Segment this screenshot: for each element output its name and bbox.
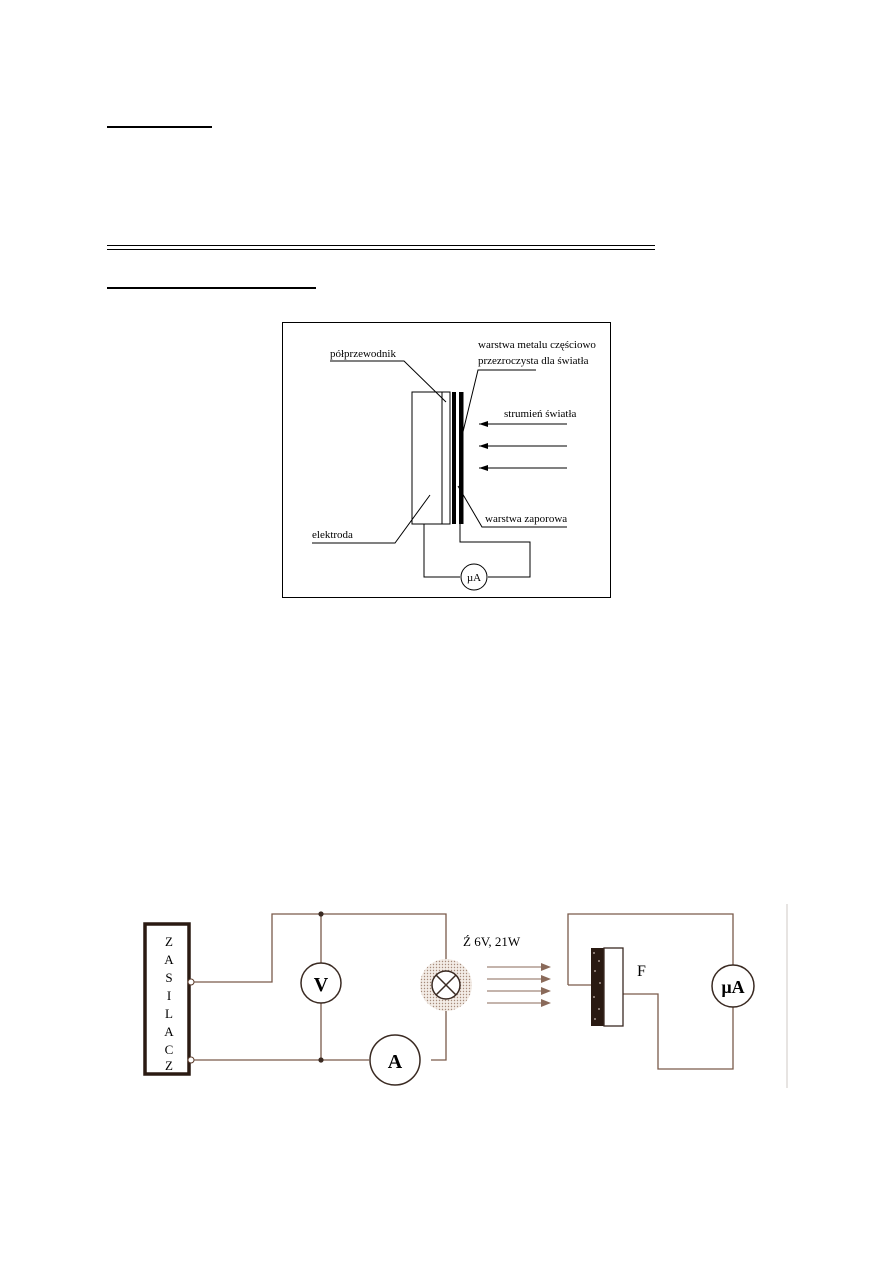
label-semiconductor: półprzewodnik — [330, 348, 396, 360]
power-supply-box — [143, 922, 191, 1076]
ammeter-symbol — [369, 1034, 421, 1086]
photocell-dark-layer — [591, 948, 604, 1026]
meter-circuit — [423, 524, 531, 578]
label-barrier-layer: warstwa zaporowa — [485, 513, 567, 525]
photocell-body — [603, 947, 624, 1027]
photocell-diagram: µA półprzewodnik warstwa metalu częściow… — [282, 322, 611, 598]
label-light-flux: strumień światła — [504, 408, 577, 420]
svg-text:S: S — [165, 970, 172, 985]
svg-text:Z: Z — [165, 1058, 173, 1073]
heading-underline-2 — [107, 287, 316, 289]
svg-text:Z: Z — [165, 934, 173, 949]
microammeter-symbol — [460, 563, 488, 591]
svg-text:A: A — [164, 952, 174, 967]
svg-text:A: A — [164, 1024, 174, 1039]
voltmeter-label: V — [314, 974, 329, 996]
lamp-label: Ź 6V, 21W — [463, 934, 521, 949]
metal-layer — [459, 392, 463, 524]
electrode-block — [411, 391, 443, 525]
double-rule-top — [107, 245, 655, 246]
circuit-wires — [189, 913, 734, 1070]
svg-text:C: C — [165, 1042, 174, 1057]
microammeter-symbol — [711, 964, 755, 1008]
ammeter-label: A — [388, 1051, 403, 1073]
barrier-layer — [452, 392, 456, 524]
double-rule-bottom — [107, 249, 655, 250]
label-metal-layer-2: przezroczysta dla światła — [478, 355, 589, 367]
voltmeter-symbol — [300, 962, 342, 1004]
label-electrode: elektroda — [312, 529, 353, 541]
light-arrows — [479, 423, 567, 469]
power-supply-label: Z A S I L A C Z — [164, 934, 174, 1073]
photocell-label: F — [637, 963, 646, 980]
microammeter-label: µA — [721, 977, 744, 997]
heading-underline-1 — [107, 126, 212, 128]
svg-text:L: L — [165, 1006, 173, 1021]
label-metal-layer-1: warstwa metalu częściowo — [478, 339, 596, 351]
svg-text:I: I — [167, 988, 171, 1003]
meter-label: µA — [467, 572, 481, 584]
semiconductor-layer — [441, 391, 451, 525]
measurement-circuit: Z A S I L A C Z V A Ź 6V, 21W — [143, 904, 788, 1088]
light-rays — [487, 966, 547, 1004]
